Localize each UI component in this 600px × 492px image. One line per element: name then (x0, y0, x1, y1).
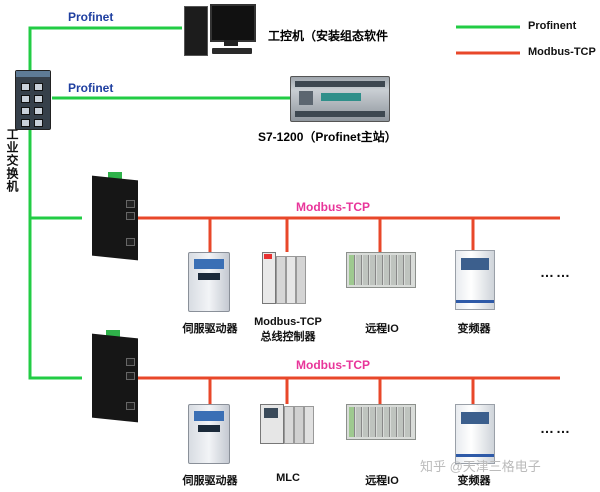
pc-label: 工控机（安装组态软件 (268, 29, 389, 43)
modbus-controller-icon (262, 252, 312, 304)
bus1-item-label: 变频器 (457, 323, 491, 335)
bus2-item-label: 伺服驱动器 (182, 475, 238, 487)
inverter-icon (455, 404, 495, 464)
servo-drive-icon (188, 404, 230, 464)
inverter-icon (455, 250, 495, 310)
bus2-ellipsis: …… (540, 420, 572, 436)
plc-label: S7-1200（Profinet主站） (258, 130, 397, 144)
bus1-item-label: 远程IO (365, 323, 399, 335)
gateway-switch-2-icon (88, 330, 144, 423)
bus1-item-label: Modbus-TCP 总线控制器 (254, 316, 322, 343)
switch-label: 工业交换机 (5, 128, 19, 193)
profinet-trunk (28, 128, 82, 380)
remote-io-icon (346, 404, 416, 440)
profinet-link1-label: Profinet (68, 10, 114, 24)
bus2-label: Modbus-TCP (296, 358, 370, 372)
bus1-item-label: 伺服驱动器 (182, 323, 238, 335)
bus2-item-label: 变频器 (457, 475, 491, 487)
mlc-icon (260, 404, 314, 444)
industrial-switch-icon (15, 70, 51, 130)
gateway-switch-1-icon (88, 172, 144, 261)
bus2-item-label: 远程IO (365, 475, 399, 487)
industrial-pc-icon (184, 4, 256, 56)
servo-drive-icon (188, 252, 230, 312)
bus2-item-label: MLC (276, 472, 300, 484)
remote-io-icon (346, 252, 416, 288)
profinet-link2-label: Profinet (68, 81, 114, 95)
profinet-line-pc (28, 26, 182, 72)
bus1-label: Modbus-TCP (296, 200, 370, 214)
plc-s7-1200-icon (290, 76, 390, 122)
watermark-text: 知乎 @天津三格电子 (420, 459, 541, 474)
legend-modbus-label: Modbus-TCP (528, 46, 596, 58)
legend-profinet-label: Profinent (528, 20, 577, 32)
bus1-ellipsis: …… (540, 264, 572, 280)
